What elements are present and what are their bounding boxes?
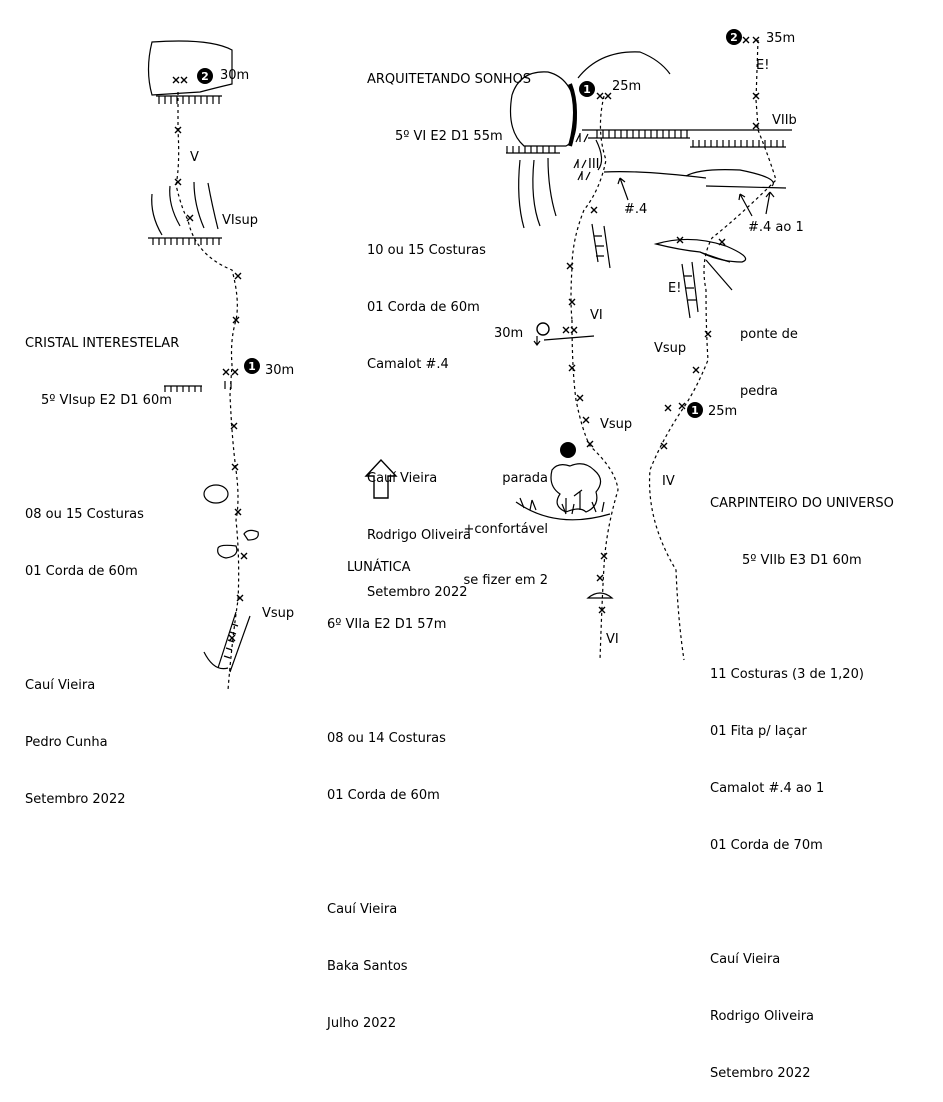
right-topo <box>506 39 792 661</box>
carp-grade-iv: IV <box>662 474 675 489</box>
cristal-person-2: Pedro Cunha <box>25 735 108 750</box>
lun-stop-note-1: parada <box>502 471 548 486</box>
topo-diagram: 2 1 1 2 1 <box>147 29 792 691</box>
cristal-anchor-1-icon <box>244 358 260 374</box>
lun-anchor-length: 30m <box>494 326 524 341</box>
carpinteiro-person-2: Rodrigo Oliveira <box>710 1009 815 1024</box>
rappel-arrow-icon <box>533 336 541 346</box>
carpinteiro-grade: 5º VIIb E3 D1 60m <box>742 553 862 568</box>
anchor-number-1a: 1 <box>248 360 256 373</box>
anchor-number-2a: 2 <box>201 70 209 83</box>
arquitetando-person-2: Rodrigo Oliveira <box>367 528 472 543</box>
cristal-anchor1-length: 30m <box>265 363 295 378</box>
carp-anchor1-length: 25m <box>708 404 738 419</box>
carpinteiro-gear-3: Camalot #.4 ao 1 <box>710 781 825 796</box>
carp-e-top: E! <box>756 58 770 73</box>
lunatica-grade: 6º VIIa E2 D1 57m <box>327 617 447 632</box>
lun-stop-note-3: se fizer em 2 <box>463 573 548 588</box>
arquitetando-route <box>570 95 607 321</box>
carp-cam-sizes: #.4 ao 1 <box>748 220 804 235</box>
cristal-info: CRISTAL INTERESTELAR 5º VIsup E2 D1 60m … <box>25 296 179 828</box>
up-arrow-icon <box>364 458 398 499</box>
cristal-grade-v: V <box>190 150 199 165</box>
cristal-gear-2: 01 Corda de 60m <box>25 564 138 579</box>
arquitetando-name: ARQUITETANDO SONHOS <box>367 72 532 87</box>
arq-grade-iii: III <box>588 157 600 172</box>
arq-cam-size: #.4 <box>624 202 648 217</box>
lun-grade-vi-top: VI <box>590 308 603 323</box>
carp-grade-viib: VIIb <box>772 113 797 128</box>
arquitetando-person-1: Cauí Vieira <box>367 471 438 486</box>
lunatica-date: Julho 2022 <box>327 1016 397 1031</box>
arquitetando-date: Setembro 2022 <box>367 585 468 600</box>
cristal-name: CRISTAL INTERESTELAR <box>25 336 180 351</box>
carpinteiro-person-1: Cauí Vieira <box>710 952 781 967</box>
lunatica-gear-1: 08 ou 14 Costuras <box>327 731 446 746</box>
lunatica-stop-icon <box>560 442 576 458</box>
lun-grade-vsup: Vsup <box>600 417 633 432</box>
cristal-bolts <box>172 76 248 642</box>
lunatica-route <box>571 319 619 661</box>
cristal-anchor2-length: 30m <box>220 68 250 83</box>
carp-anchor2-length: 35m <box>766 31 796 46</box>
cristal-date: Setembro 2022 <box>25 792 126 807</box>
lun-stop-note-2: +confortável <box>463 522 548 537</box>
carp-grade-vsup: Vsup <box>654 341 687 356</box>
lunatica-gear-2: 01 Corda de 60m <box>327 788 440 803</box>
cristal-gear-1: 08 ou 15 Costuras <box>25 507 144 522</box>
carp-e-mid: E! <box>668 281 682 296</box>
carpinteiro-anchor-2-icon <box>726 29 742 45</box>
carpinteiro-gear-2: 01 Fita p/ laçar <box>710 724 807 739</box>
carpinteiro-route <box>648 39 777 661</box>
lunatica-person-2: Baka Santos <box>327 959 408 974</box>
carpinteiro-date: Setembro 2022 <box>710 1066 811 1081</box>
lun-stop-note: parada +confortável se fizer em 2 <box>450 436 548 606</box>
carp-bridge-2: pedra <box>740 384 778 399</box>
carpinteiro-gear-1: 11 Costuras (3 de 1,20) <box>710 667 864 682</box>
lunatica-name: LUNÁTICA <box>347 560 411 575</box>
arquitetando-gear-1: 10 ou 15 Costuras <box>367 243 486 258</box>
cristal-person-1: Cauí Vieira <box>25 678 96 693</box>
lunatica-info: LUNÁTICA 6º VIIa E2 D1 57m 08 ou 14 Cost… <box>327 520 446 1052</box>
carpinteiro-anchor-1-icon <box>687 402 703 418</box>
arquitetando-info: ARQUITETANDO SONHOS 5º VI E2 D1 55m 10 o… <box>367 32 531 621</box>
anchor-marks <box>197 29 742 499</box>
cristal-route <box>175 92 240 691</box>
cristal-grade: 5º VIsup E2 D1 60m <box>41 393 172 408</box>
arquitetando-gear-2: 01 Corda de 60m <box>367 300 480 315</box>
arquitetando-anchor-1-icon <box>579 81 595 97</box>
lun-grade-vi-bottom: VI <box>606 632 619 647</box>
carp-bridge-1: ponte de <box>740 327 798 342</box>
carpinteiro-gear-4: 01 Corda de 70m <box>710 838 823 853</box>
cristal-grade-vsup: Vsup <box>262 606 295 621</box>
cristal-grade-visup: VIsup <box>222 213 258 228</box>
anchor-number-1b: 1 <box>583 83 591 96</box>
carp-bridge: ponte de pedra <box>740 287 798 420</box>
arquitetando-gear-3: Camalot #.4 <box>367 357 449 372</box>
cristal-anchor-2-icon <box>197 68 213 84</box>
cristal-top-block <box>147 40 233 96</box>
carpinteiro-name: CARPINTEIRO DO UNIVERSO <box>710 496 894 511</box>
carpinteiro-info: CARPINTEIRO DO UNIVERSO 5º VIIb E3 D1 60… <box>710 456 894 1102</box>
cristal-topo <box>147 40 259 691</box>
anchor-number-1c: 1 <box>691 404 699 417</box>
anchor-number-2b: 2 <box>730 31 738 44</box>
arq-anchor1-length: 25m <box>612 79 642 94</box>
rappel-ring-icon <box>536 322 550 336</box>
lunatica-person-1: Cauí Vieira <box>327 902 398 917</box>
arquitetando-grade: 5º VI E2 D1 55m <box>395 129 503 144</box>
